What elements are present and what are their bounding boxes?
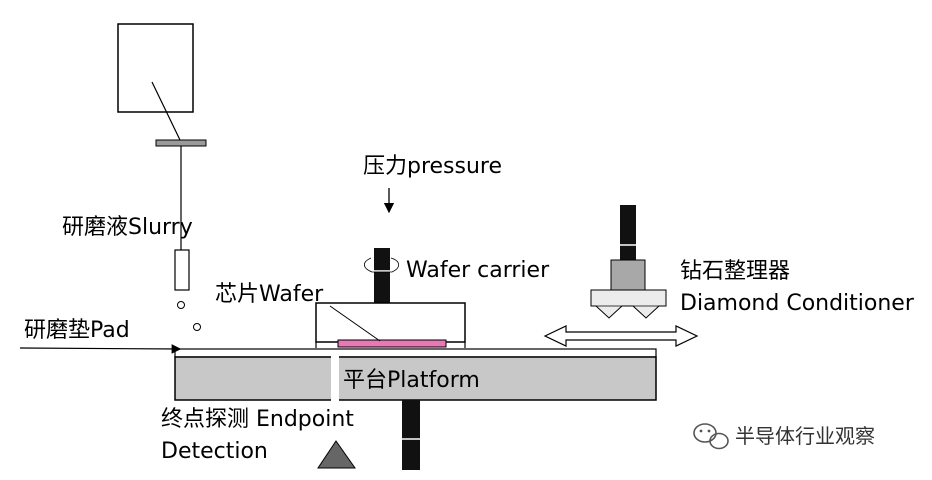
endpoint-label-line2: Detection <box>161 439 268 464</box>
carrier-shaft <box>374 248 390 304</box>
slurry-drop <box>193 323 201 331</box>
slurry-label: 研磨液Slurry <box>62 215 193 240</box>
platform-rotation-icon <box>392 424 428 440</box>
endpoint-detector <box>317 440 356 469</box>
platform-label: 平台Platform <box>343 368 480 393</box>
wechat-icon <box>693 423 729 450</box>
platform <box>174 356 657 401</box>
slurry-valve <box>155 139 207 147</box>
slurry-valve-handle <box>151 81 181 141</box>
pad-label: 研磨垫Pad <box>24 318 130 343</box>
slurry-drop <box>177 301 185 309</box>
wafer-carrier-assembly <box>315 248 466 348</box>
conditioner-label-en: Diamond Conditioner <box>680 291 914 316</box>
endpoint-label-line1: 终点探测 Endpoint <box>161 407 354 432</box>
polishing-pad <box>174 348 657 358</box>
conditioner-rotation-icon <box>610 231 644 246</box>
wafer-pointer <box>329 305 381 342</box>
pressure-label: 压力pressure <box>363 154 503 179</box>
pad-pointer-arrow <box>19 344 182 354</box>
conditioner-label-cn: 钻石整理器 <box>680 259 791 284</box>
platen-assembly <box>174 348 657 470</box>
diamond-conditioner-assembly <box>590 205 667 319</box>
conditioner-head <box>610 259 646 291</box>
platform-shaft <box>402 400 420 470</box>
watermark-text: 半导体行业观察 <box>735 424 875 448</box>
slurry-tank <box>117 23 194 113</box>
wafer-label: 芯片Wafer <box>215 282 324 307</box>
endpoint-window <box>331 355 339 401</box>
conditioner-sweep-arrow <box>543 325 699 347</box>
wafer <box>337 339 447 348</box>
slurry-nozzle <box>174 249 190 291</box>
diamond-disk <box>590 289 667 319</box>
slurry-dispenser <box>117 23 207 331</box>
wafer-carrier-label: Wafer carrier <box>406 258 550 283</box>
conditioner-shaft <box>620 205 636 262</box>
wafer-carrier <box>315 302 466 343</box>
